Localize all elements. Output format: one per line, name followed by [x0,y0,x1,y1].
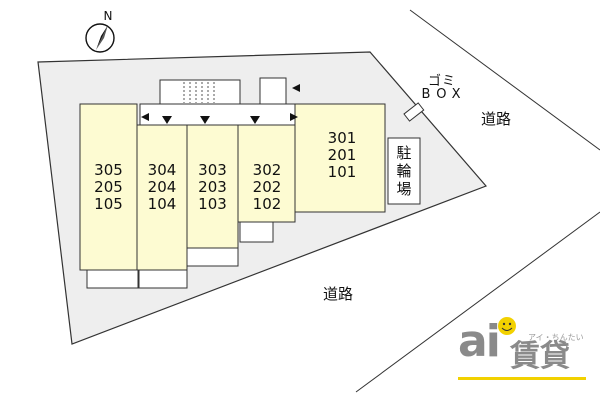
garbage-box [403,102,425,122]
entrance-arrows [141,84,300,124]
unit-number: 303 [198,161,227,179]
unit-block-303 [186,124,239,249]
unit-block-301 [294,103,386,213]
unit-number: 305 [94,161,123,179]
unit-number: 205 [94,178,123,196]
unit-number: 302 [252,161,282,179]
logo-kana: アイ・ちんたい [528,333,584,342]
unit-number: 101 [327,163,357,181]
east-road-edge [409,9,600,151]
unit-number: 201 [327,146,357,164]
stair-steps [183,82,215,103]
unit-number: 202 [252,178,282,196]
garbage-box-label: ゴミ [427,74,456,89]
unit-number: 204 [147,178,177,196]
stair-landing [259,77,287,106]
balcony [239,221,274,243]
unit-number: 102 [252,195,282,213]
unit-number: 103 [198,195,227,213]
corridor [139,103,301,126]
balcony [186,247,239,267]
balcony [86,269,139,289]
unit-number: 203 [198,178,227,196]
unit-number: 104 [147,195,177,213]
logo-mark-icon [458,317,586,380]
road-label-east: 道路 [480,110,511,128]
bicycle-parking-label: 駐輪場 [396,144,412,198]
unit-column-303: 303 203 103 [188,162,237,213]
unit-column-301: 301 201 101 [318,130,366,181]
logo-chintai-text: 賃貸 [510,339,570,374]
compass-icon [85,23,115,53]
unit-column-302: 302 202 102 [240,162,294,213]
south-road-edge [355,211,600,393]
staircase [159,79,241,106]
unit-number: 304 [147,161,177,179]
unit-number: 105 [94,195,123,213]
garbage-box-label-box: BOX [421,87,467,102]
road-label-south: 道路 [322,285,353,303]
unit-column-305: 305 205 105 [82,162,135,213]
balcony [138,269,188,289]
north-label: N [103,9,113,23]
bicycle-parking [387,137,421,205]
unit-number: 301 [327,129,357,147]
unit-column-304: 304 204 104 [138,162,186,213]
logo-ai-text: ai [458,316,501,367]
